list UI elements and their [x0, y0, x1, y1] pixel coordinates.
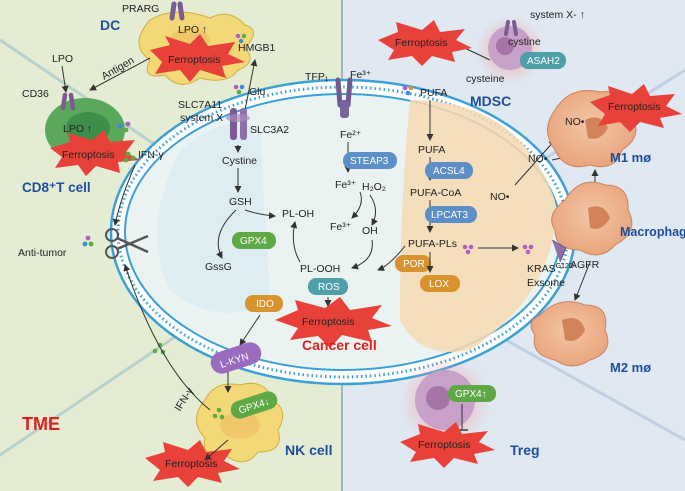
asah2-enzyme: ASAH2 [520, 52, 566, 69]
acsl4-enzyme: ACSL4 [425, 162, 473, 179]
ros-enzyme: ROS [308, 278, 348, 295]
exsome-label: Exsome [527, 277, 565, 289]
fe3-a-label: Fe³⁺ [335, 179, 357, 191]
systemx-minus-label: system X- ↑ [530, 9, 585, 21]
ido-label: IDO [256, 299, 274, 310]
acsl4-label: ACSL4 [433, 166, 465, 177]
m2-title: M2 mø [610, 360, 651, 375]
scissors-icon [105, 228, 149, 259]
lpcat3-enzyme: LPCAT3 [425, 206, 477, 223]
lox-enzyme: LOX [420, 275, 460, 292]
gpx4-nk-enzyme: GPX4↓ [230, 391, 278, 419]
fe3-b-label: Fe³⁺ [330, 221, 352, 233]
ferroptosis-treg-label: Ferroptosis [418, 439, 471, 451]
slc3a2-label: SLC3A2 [250, 124, 289, 136]
ferroptosis-burst-m1: Ferroptosis [590, 84, 682, 132]
kras-label: KRASG12D [527, 263, 574, 275]
cd8-title: CD8⁺T cell [22, 180, 91, 195]
no-c-label: NO• [565, 116, 585, 128]
mdsc-title: MDSC [470, 93, 511, 109]
cystine-mdsc-label: cystine [508, 36, 541, 48]
ferroptosis-burst-treg: Ferroptosis [400, 422, 495, 468]
plooh-label: PL-OOH [300, 263, 340, 275]
cystine-cc-label: Cystine [222, 155, 257, 167]
ido-enzyme: IDO [245, 295, 283, 312]
macrophage-cell [551, 181, 633, 256]
cancer-cell-title: Cancer cell [302, 337, 377, 353]
cysteine-label: cysteine [466, 73, 505, 85]
cd36-label: CD36 [22, 88, 49, 100]
asah2-label: ASAH2 [527, 56, 560, 67]
fe3-top-label: Fe³⁺ [350, 69, 372, 81]
kras-text: KRAS [527, 263, 556, 275]
pufa-pls-label: PUFA-PLs [408, 238, 457, 250]
lpcat3-label: LPCAT3 [431, 210, 468, 221]
tfp1-receptor [335, 77, 353, 118]
ferroptosis-cancer-label: Ferroptosis [302, 316, 355, 328]
slc7a11-label: SLC7A11 [178, 99, 222, 111]
gpx4-treg-label: GPX4↑ [455, 389, 487, 400]
m1-title: M1 mø [610, 150, 651, 165]
steap3-label: STEAP3 [350, 156, 389, 167]
ferroptosis-mdsc-label: Ferroptosis [395, 37, 448, 49]
ferroptosis-burst-cd8: Ferroptosis [50, 130, 140, 176]
ferroptosis-burst-nk: Ferroptosis [145, 440, 240, 487]
systemx-label: system X [180, 112, 223, 124]
tfp1-label: TFP₁ [305, 71, 329, 83]
lkyn-enzyme: L-KYN [210, 342, 262, 374]
dc-title: DC [100, 17, 120, 33]
lpo-up-cd8-label: LPO ↑ [63, 123, 92, 135]
ploh-label: PL-OH [282, 208, 314, 220]
oh-label: OH [362, 225, 378, 237]
agfr-label: AGFR [570, 259, 600, 271]
lpo-label: LPO [52, 53, 73, 65]
m2-macrophage-cell [530, 301, 609, 367]
gpx4-treg-enzyme: GPX4↑ [448, 385, 496, 402]
pufa-coa-label: PUFA-CoA [410, 187, 461, 199]
pufa-label: PUFA [418, 144, 445, 156]
ferroptosis-nk-label: Ferroptosis [165, 458, 218, 470]
macrophage-title: Macrophage [620, 225, 685, 239]
ferroptosis-dc-label: Ferroptosis [168, 54, 221, 66]
treg-title: Treg [510, 442, 540, 458]
kras-sup-text: G12D [556, 263, 574, 270]
gsh-label: GSH [229, 196, 252, 208]
tme-title: TME [22, 414, 60, 434]
gpx4-enzyme: GPX4 [232, 232, 276, 249]
no-a-label: NO• [490, 191, 510, 203]
ferroptosis-cd8-label: Ferroptosis [62, 149, 115, 161]
antitumor-label: Anti-tumor [18, 247, 67, 259]
steap3-enzyme: STEAP3 [343, 152, 397, 169]
transporter-slc7a11 [226, 108, 250, 140]
lpo-up-dc-label: LPO ↑ [178, 24, 207, 36]
gpx4-label: GPX4 [240, 236, 267, 247]
fe2-label: Fe²⁺ [340, 129, 362, 141]
ferroptosis-burst-dc: Ferroptosis [150, 34, 245, 82]
prarg-label: PRARG [122, 3, 159, 15]
glu-label: Glu [249, 86, 266, 98]
por-label: POR [403, 259, 425, 270]
no-b-label: NO• [528, 153, 548, 165]
gssg-label: GssG [205, 261, 232, 273]
pufa-top-label: PUFA [420, 87, 447, 99]
ros-label: ROS [318, 282, 340, 293]
ifng-label: IFN-γ [138, 149, 164, 161]
h2o2-label: H₂O₂ [362, 181, 386, 193]
nk-title: NK cell [285, 442, 332, 458]
lox-label: LOX [429, 279, 449, 290]
por-enzyme: POR [395, 255, 431, 272]
hmgb1-label: HMGB1 [238, 42, 276, 54]
ferroptosis-burst-mdsc: Ferroptosis [378, 20, 472, 66]
ferroptosis-m1-label: Ferroptosis [608, 101, 661, 113]
ferroptosis-burst-cancer: Ferroptosis [275, 297, 392, 348]
